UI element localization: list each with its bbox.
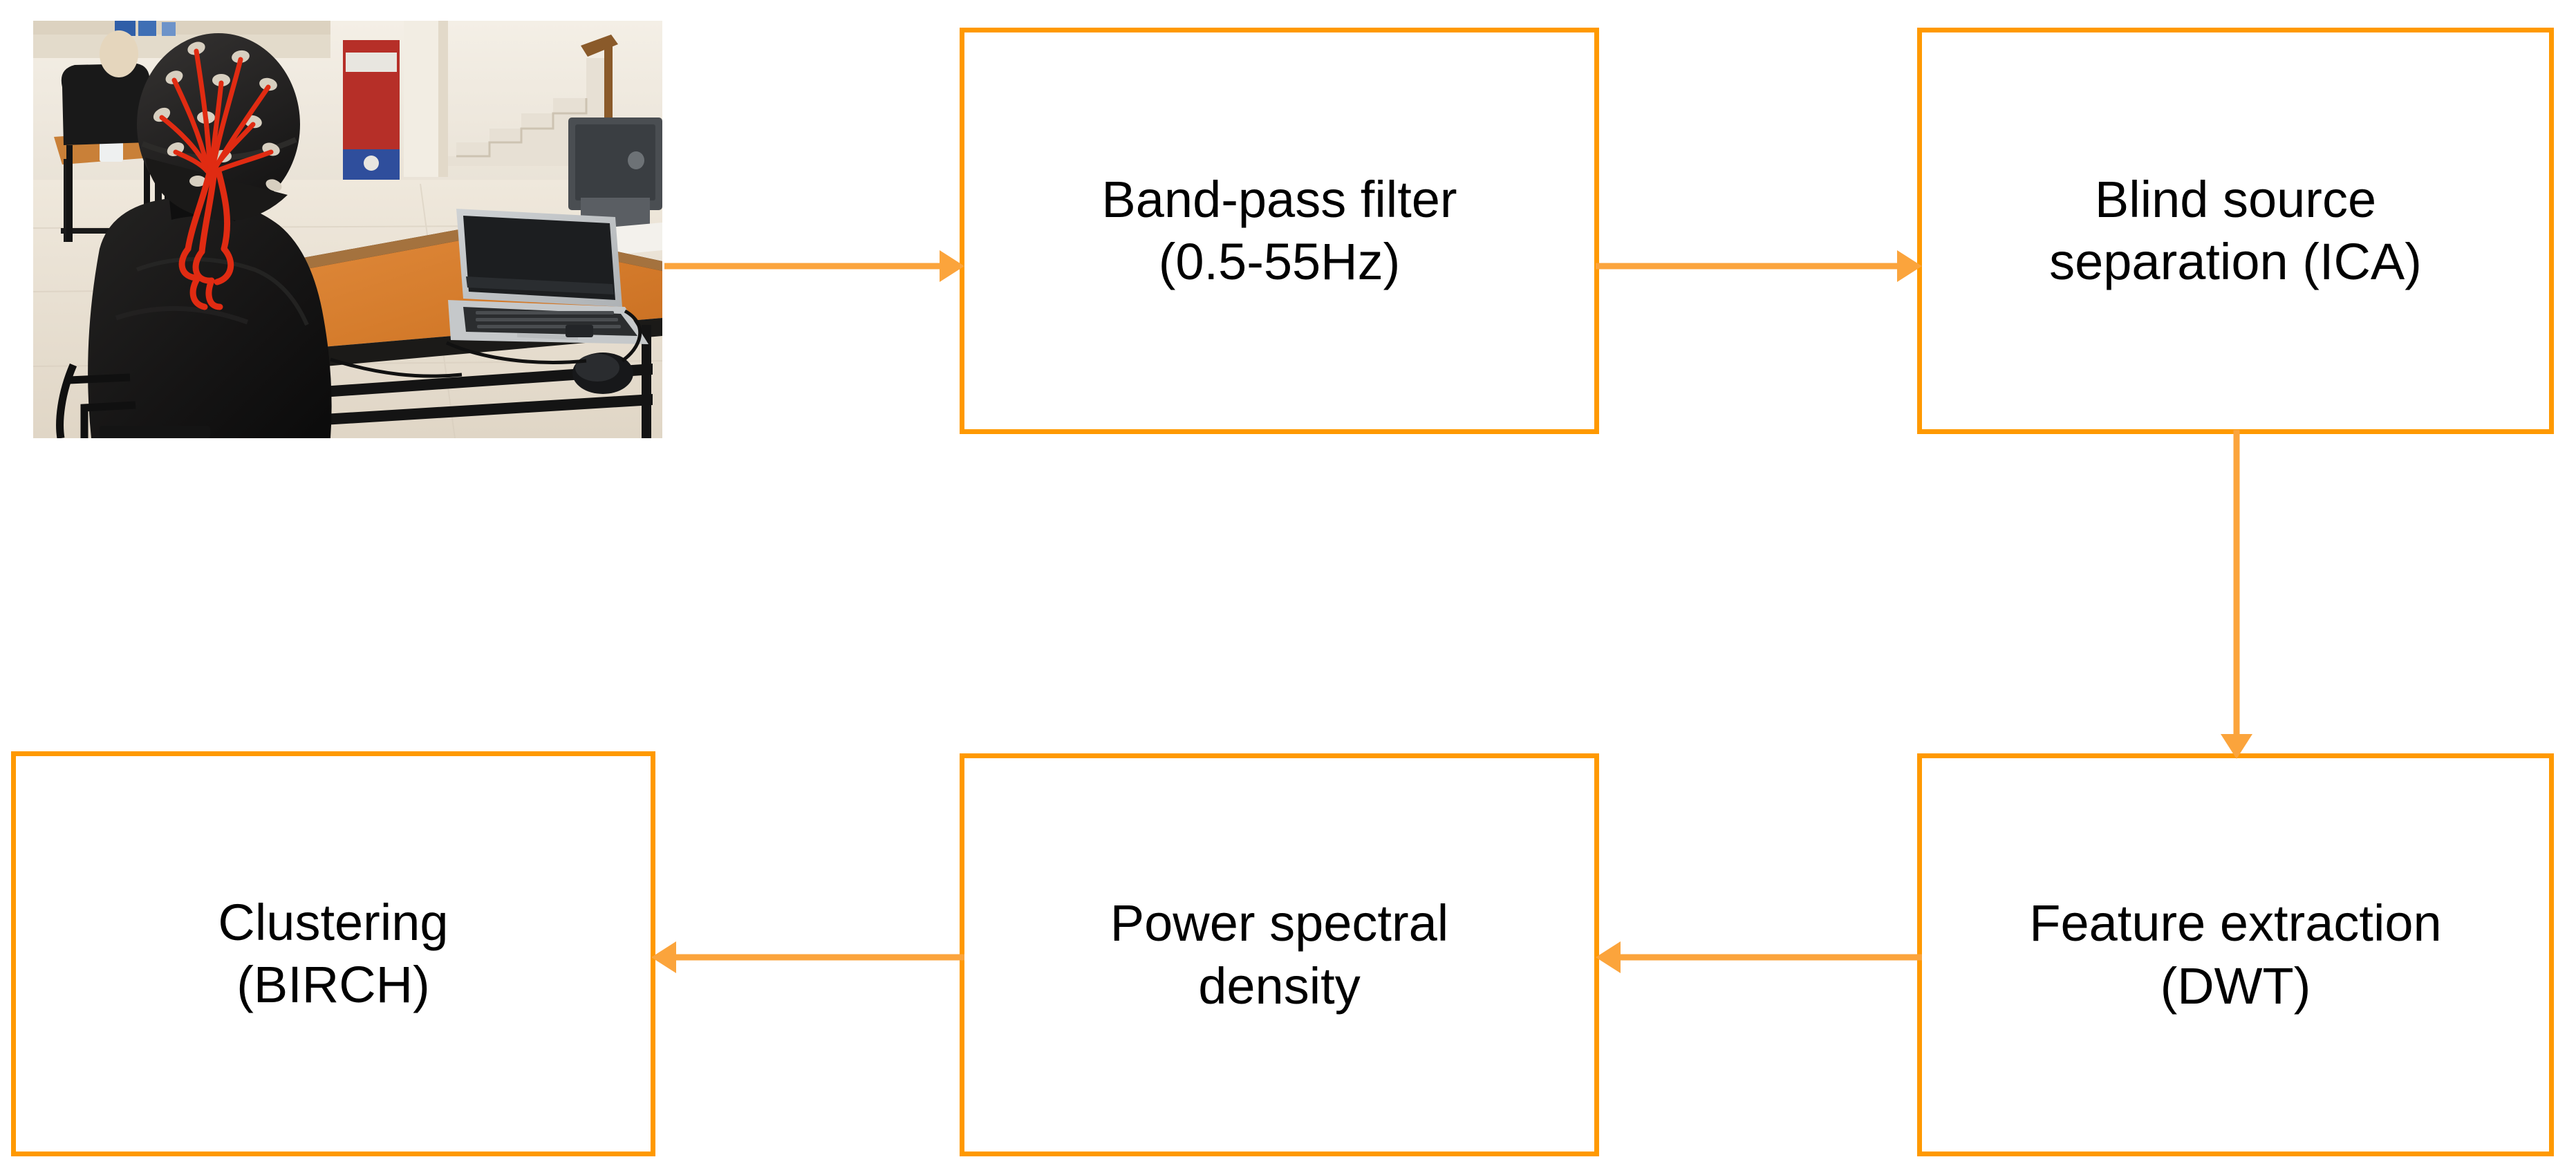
process-node-blind-source-separation[interactable]: Blind source separation (ICA): [1917, 28, 2554, 434]
arrow-right-icon: [664, 250, 964, 282]
process-node-band-pass-filter-label: Band-pass filter (0.5-55Hz): [1101, 170, 1457, 290]
arrow-left-icon: [1596, 941, 1922, 973]
arrow-left-icon: [651, 941, 964, 973]
edge-photo-to-bandpass: [660, 235, 964, 297]
process-node-feature-extraction-label: Feature extraction (DWT): [2029, 894, 2442, 1015]
arrow-right-icon: [1596, 250, 1922, 282]
arrow-down-icon: [2221, 430, 2252, 759]
process-node-power-spectral-density[interactable]: Power spectral density: [960, 753, 1599, 1156]
eeg-recording-photo-illustration: [33, 21, 662, 438]
edge-bandpass-to-ica: [1596, 235, 1922, 297]
edge-ica-to-dwt: [2205, 430, 2268, 759]
process-node-blind-source-separation-label: Blind source separation (ICA): [2049, 170, 2422, 290]
process-node-clustering-label: Clustering (BIRCH): [218, 893, 449, 1013]
eeg-recording-photo: [33, 21, 662, 438]
process-node-band-pass-filter[interactable]: Band-pass filter (0.5-55Hz): [960, 28, 1599, 434]
edge-psd-to-clustering: [650, 926, 964, 988]
edge-dwt-to-psd: [1596, 926, 1922, 988]
process-node-feature-extraction[interactable]: Feature extraction (DWT): [1917, 753, 2554, 1156]
process-node-clustering[interactable]: Clustering (BIRCH): [11, 751, 655, 1156]
process-node-power-spectral-density-label: Power spectral density: [1110, 894, 1449, 1015]
